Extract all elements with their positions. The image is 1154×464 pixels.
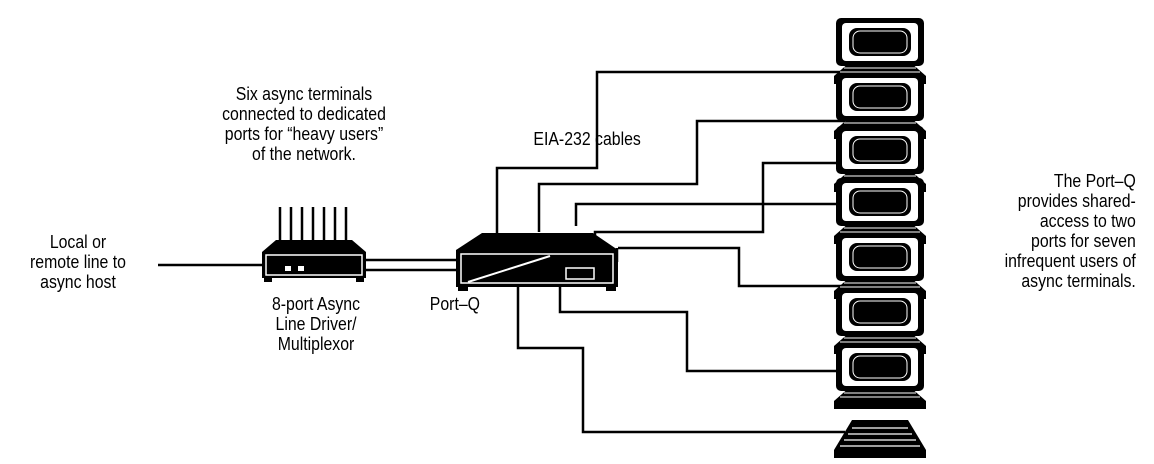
port-q-cables (495, 70, 845, 434)
heavy-user-cables (278, 207, 348, 246)
line-driver-icon (262, 240, 366, 282)
terminal-stack (833, 17, 927, 458)
port-q-icon (456, 233, 618, 291)
bottom-keyboard-icon (834, 420, 926, 458)
cables-label: EIA-232 cables (533, 129, 641, 149)
host-line-label: Local or remote line to async host (30, 232, 126, 292)
line-driver-label: 8-port Async Line Driver/ Multiplexor (271, 294, 361, 354)
heavy-users-label: Six async terminals connected to dedicat… (222, 84, 386, 164)
shared-access-label: The Port–Q provides shared- access to tw… (1004, 171, 1136, 291)
terminal-icon (833, 342, 927, 410)
port-q-label: Port–Q (429, 294, 480, 314)
